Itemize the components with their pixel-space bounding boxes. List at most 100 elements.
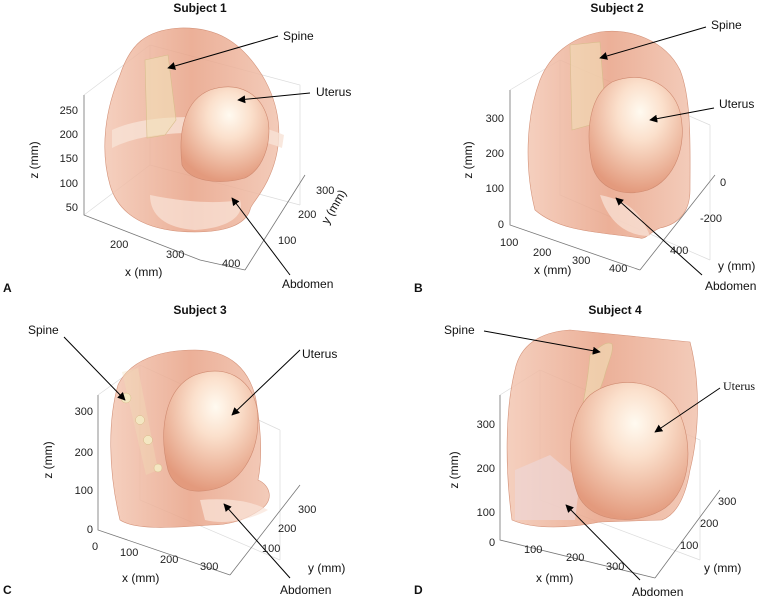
- abdomen-label: Abdomen: [282, 277, 333, 291]
- panel-c: Subject 3 C Spine Uterus Abdomen 300 200…: [3, 303, 345, 597]
- abdomen-arrow: [231, 197, 291, 276]
- x-tick: 300: [200, 561, 218, 573]
- panel-d-z-ticks: 300 200 100: [477, 419, 495, 519]
- y-tick: 300: [316, 185, 334, 197]
- y-tick: 300: [298, 504, 316, 516]
- z-axis-label: z (mm): [447, 451, 461, 488]
- panel-a-body-model: [104, 27, 284, 233]
- panel-c-z-ticks: 300 200 100 0: [75, 406, 93, 536]
- z-axis-label: z (mm): [27, 141, 41, 178]
- uterus-organ: [588, 77, 683, 194]
- spine-vertebra: [143, 435, 153, 445]
- x-axis-label: x (mm): [534, 263, 571, 277]
- panel-a-y-ticks: 100 200 300: [278, 185, 334, 247]
- spine-arrow: [599, 26, 707, 60]
- y-tick: 300: [718, 496, 736, 508]
- spine-arrow: [167, 35, 279, 70]
- uterus-organ: [570, 382, 689, 520]
- y-axis-label: y (mm): [704, 561, 741, 575]
- spine-vertebra: [153, 463, 163, 473]
- x-tick: 100: [120, 547, 138, 559]
- z-tick: 0: [87, 524, 93, 536]
- z-tick: 200: [75, 447, 93, 459]
- spine-vertebra: [135, 415, 145, 425]
- panel-b-title: Subject 2: [590, 1, 644, 15]
- abdomen-label: Abdomen: [280, 583, 331, 597]
- panel-c-letter: C: [3, 583, 12, 597]
- z-tick: 150: [60, 153, 78, 165]
- x-tick: 400: [609, 263, 627, 275]
- panel-d-title: Subject 4: [588, 303, 642, 317]
- panel-c-y-ticks: 300 200 100: [262, 504, 316, 555]
- spine-label: Spine: [28, 323, 59, 337]
- panel-a-letter: A: [3, 281, 12, 295]
- y-tick: 100: [278, 235, 296, 247]
- z-tick: 300: [75, 406, 93, 418]
- abdomen-lower: [150, 195, 241, 230]
- panel-b-y-ticks: 0 -200 400: [670, 177, 726, 257]
- panel-b-x-ticks: 100 200 300 400: [500, 237, 627, 275]
- z-axis-label: z (mm): [41, 441, 55, 478]
- panel-c-body-model: [110, 349, 270, 528]
- y-tick: 200: [298, 209, 316, 221]
- panel-d: Subject 4 D Spine Uterus Abdomen 300 200…: [414, 303, 755, 597]
- y-axis-label: y (mm): [718, 259, 755, 273]
- y-tick: 200: [278, 523, 296, 535]
- spine-arrow: [483, 330, 601, 355]
- spine-label: Spine: [444, 323, 475, 337]
- panel-c-title: Subject 3: [173, 303, 227, 317]
- uterus-label: Uterus: [316, 85, 351, 99]
- panel-c-x-ticks: 0 100 200 300: [92, 541, 218, 573]
- panel-a-title: Subject 1: [173, 1, 227, 15]
- uterus-label: Uterus: [723, 379, 755, 393]
- x-tick: 300: [606, 561, 624, 573]
- z-tick: 300: [486, 113, 504, 125]
- z-axis-label: z (mm): [461, 141, 475, 178]
- z-tick: 100: [75, 485, 93, 497]
- z-tick: 200: [477, 463, 495, 475]
- z-tick: 100: [477, 507, 495, 519]
- panel-d-body-model: [506, 329, 698, 528]
- x-tick: 200: [110, 239, 128, 251]
- abdomen-arrow: [565, 504, 641, 581]
- x-axis-label: x (mm): [536, 571, 573, 585]
- abdomen-lower: [600, 195, 650, 236]
- y-tick: 100: [680, 540, 698, 552]
- abdomen-lower: [200, 499, 268, 522]
- panel-a-axes-box: [83, 44, 306, 271]
- x-tick: 100: [500, 237, 518, 249]
- z-tick: 50: [66, 202, 78, 214]
- spine-label: Spine: [711, 18, 742, 32]
- y-axis-label: y (mm): [308, 561, 345, 575]
- z-tick: 100: [60, 178, 78, 190]
- x-tick: 200: [160, 554, 178, 566]
- x-tick: 100: [524, 544, 542, 556]
- z-tick: 0: [498, 219, 504, 231]
- uterus-organ: [180, 86, 270, 182]
- uterus-label: Uterus: [302, 347, 337, 361]
- uterus-label: Uterus: [719, 97, 754, 111]
- z-tick: 200: [486, 148, 504, 160]
- x-tick: 0: [92, 541, 98, 553]
- y-tick: 400: [670, 245, 688, 257]
- spine-label: Spine: [283, 29, 314, 43]
- x-tick: 300: [572, 255, 590, 267]
- panel-a: Subject 1 A Spine Uterus Abdomen 250 200…: [3, 1, 351, 295]
- panel-b-letter: B: [414, 281, 423, 295]
- spine-arrow: [63, 336, 126, 401]
- x-tick: 0: [489, 537, 495, 549]
- x-tick: 400: [222, 258, 240, 270]
- panel-d-y-ticks: 300 200 100: [680, 496, 736, 552]
- abdomen-arrow: [615, 197, 703, 276]
- uterus-arrow: [649, 107, 715, 123]
- panel-a-x-ticks: 200 300 400: [110, 239, 240, 270]
- torso-panel: [515, 455, 580, 520]
- panel-b-body-model: [527, 31, 691, 239]
- uterus-arrow: [237, 92, 311, 104]
- abdomen-label: Abdomen: [705, 279, 756, 293]
- y-tick: 0: [720, 177, 726, 189]
- x-axis-label: x (mm): [122, 571, 159, 585]
- panel-d-x-ticks: 0 100 200 300: [489, 537, 624, 573]
- panel-b: Subject 2 B Spine Uterus Abdomen 300 200…: [414, 1, 756, 295]
